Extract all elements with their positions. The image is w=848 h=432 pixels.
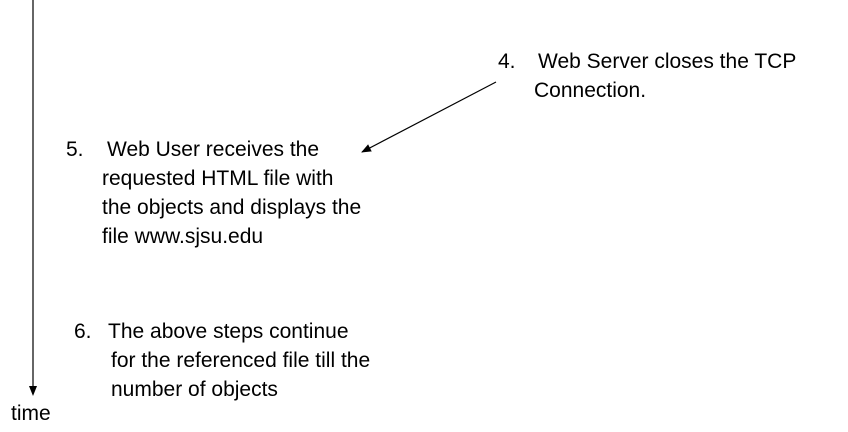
step-5-line-2: requested HTML file with: [102, 167, 334, 190]
step-4-line-2: Connection.: [534, 79, 647, 102]
step-4: 4. Web Server closes the TCP Connection.: [498, 47, 796, 105]
step-4-line-1: Web Server closes the TCP: [538, 50, 797, 73]
step-6-number: 6.: [74, 320, 92, 343]
step-4-number: 4.: [498, 50, 516, 73]
step-6-line-1: The above steps continue: [108, 320, 349, 343]
time-axis-arrowhead: [29, 386, 37, 396]
step-5-line-3: the objects and displays the: [102, 196, 362, 219]
step-6: 6. The above steps continue for the refe…: [74, 317, 370, 404]
step4-to-step5-arrow: [361, 81, 497, 153]
step-5-line-4: file www.sjsu.edu: [102, 225, 264, 248]
step-5: 5. Web User receives the requested HTML …: [66, 135, 361, 251]
step-5-number: 5.: [66, 138, 84, 161]
time-axis-label: time: [11, 402, 51, 425]
step-5-line-1: Web User receives the: [107, 138, 320, 161]
step-6-line-3: number of objects: [111, 378, 278, 401]
step-6-line-2: for the referenced file till the: [111, 349, 371, 372]
